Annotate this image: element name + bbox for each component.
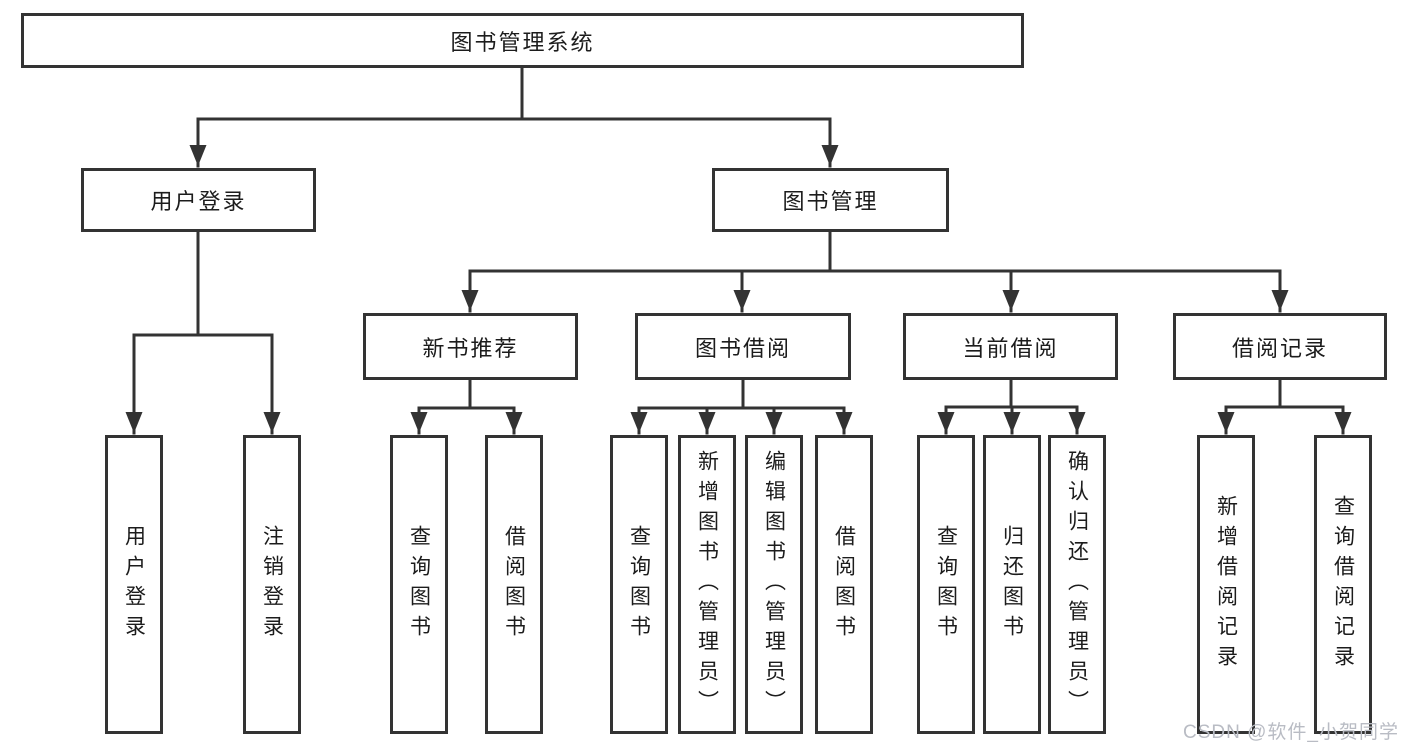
node-new-book-recommend-label: 新书推荐 (422, 335, 519, 361)
leaf-bb-edit-books-admin-label: 编辑图书（管理员） (762, 449, 786, 720)
leaf-nbr-borrow-books: 借阅图书 (485, 435, 543, 734)
leaf-bb-borrow-books: 借阅图书 (815, 435, 873, 734)
node-current-borrow-label: 当前借阅 (962, 335, 1059, 361)
leaf-user-login: 用户登录 (105, 435, 163, 734)
leaf-cb-return-books: 归还图书 (983, 435, 1041, 734)
csdn-watermark: CSDN @软件_小贺同学 (1183, 722, 1399, 743)
leaf-nbr-borrow-books-label: 借阅图书 (502, 524, 526, 645)
node-book-management: 图书管理 (712, 168, 949, 232)
leaf-bb-edit-books-admin: 编辑图书（管理员） (745, 435, 803, 734)
node-book-borrow-label: 图书借阅 (694, 335, 791, 361)
leaf-bb-borrow-books-label: 借阅图书 (832, 524, 856, 645)
leaf-cb-query-books-label: 查询图书 (934, 524, 958, 645)
node-user-login: 用户登录 (81, 168, 316, 232)
node-book-management-label: 图书管理 (782, 189, 879, 214)
node-user-login-label: 用户登录 (150, 189, 247, 214)
node-new-book-recommend: 新书推荐 (363, 313, 578, 380)
leaf-cb-confirm-return-admin: 确认归还（管理员） (1048, 435, 1106, 734)
leaf-bb-add-books-admin-label: 新增图书（管理员） (695, 449, 719, 720)
leaf-bb-query-books-label: 查询图书 (627, 524, 651, 645)
node-borrow-records-label: 借阅记录 (1231, 335, 1328, 361)
leaf-logout: 注销登录 (243, 435, 301, 734)
leaf-br-query-record: 查询借阅记录 (1314, 435, 1372, 734)
leaf-cb-query-books: 查询图书 (917, 435, 975, 734)
node-book-borrow: 图书借阅 (635, 313, 851, 380)
node-borrow-records: 借阅记录 (1173, 313, 1387, 380)
leaf-cb-return-books-label: 归还图书 (1000, 524, 1024, 645)
node-root: 图书管理系统 (21, 13, 1024, 68)
node-root-label: 图书管理系统 (450, 29, 595, 55)
leaf-cb-confirm-return-admin-label: 确认归还（管理员） (1065, 449, 1089, 720)
leaf-bb-add-books-admin: 新增图书（管理员） (678, 435, 736, 734)
leaf-logout-label: 注销登录 (260, 524, 284, 645)
leaf-br-add-record: 新增借阅记录 (1197, 435, 1255, 734)
leaf-bb-query-books: 查询图书 (610, 435, 668, 734)
leaf-br-query-record-label: 查询借阅记录 (1331, 494, 1355, 675)
leaf-nbr-query-books: 查询图书 (390, 435, 448, 734)
node-current-borrow: 当前借阅 (903, 313, 1118, 380)
leaf-nbr-query-books-label: 查询图书 (407, 524, 431, 645)
leaf-user-login-label: 用户登录 (122, 524, 146, 645)
leaf-br-add-record-label: 新增借阅记录 (1214, 494, 1238, 675)
